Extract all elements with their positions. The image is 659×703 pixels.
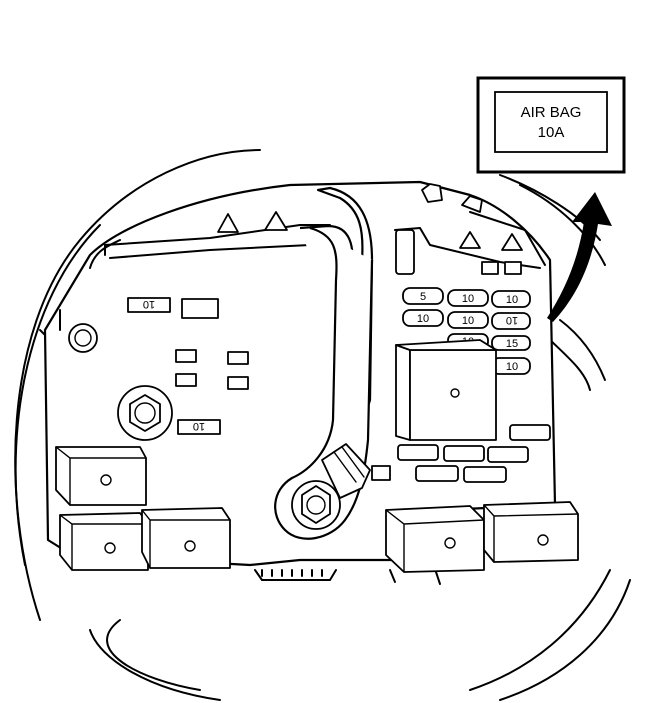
fuse-label-r2c1: 10 [417,313,429,325]
lower-left-relays [55,446,231,571]
lower-mini-fuses [371,424,551,483]
lower-right-relays [385,501,579,573]
bottom-connector [254,569,441,585]
fuse-label-r1c2: 10 [462,293,474,305]
callout-line-1: AIR BAG [521,104,582,121]
relay-bolt [117,385,173,441]
outer-housing-arcs [14,149,631,701]
callout-arrow-icon [547,192,612,322]
fuse-label-r2c3: 10 [506,314,518,326]
left-mini-fuses: 10 10 [127,297,249,435]
callout-line-2: 10A [538,124,565,141]
ground-strap [274,186,374,540]
upper-right-frame [394,211,546,275]
air-bag-fuse-callout: AIR BAG 10A [476,76,626,174]
fuse-label-r2c2: 10 [462,315,474,327]
fuse-label-r4: 10 [506,361,518,373]
center-relay [395,339,497,441]
top-clips [217,183,523,251]
fuse-label-left-2: 10 [193,420,205,432]
fuse-label-r1c3: 10 [506,294,518,306]
fuse-label-r3c2: 15 [506,338,518,350]
fuse-label-left-1: 10 [143,298,155,310]
fuse-label-r1c1: 5 [420,291,426,303]
